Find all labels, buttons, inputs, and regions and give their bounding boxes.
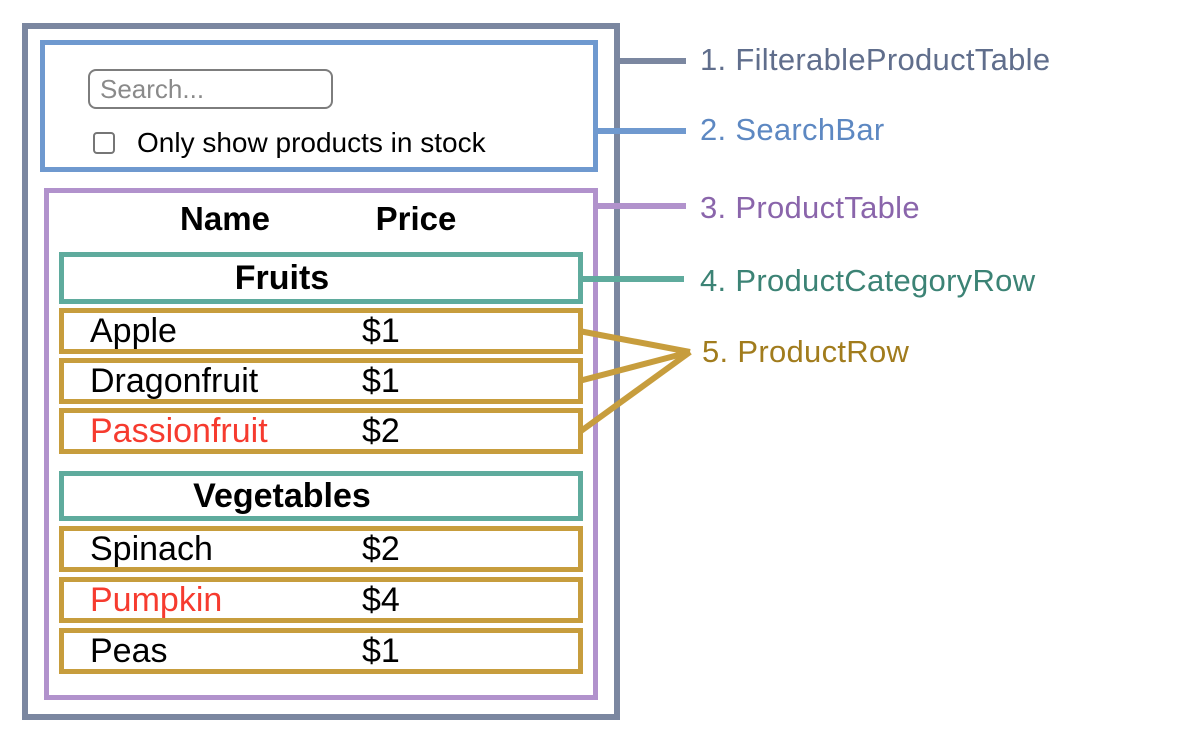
category-label: Vegetables xyxy=(193,476,371,515)
product-name: Dragonfruit xyxy=(90,361,259,400)
product-price: $1 xyxy=(362,631,400,670)
legend-product-category-row: 4. ProductCategoryRow xyxy=(700,263,1036,298)
product-name-out-of-stock: Passionfruit xyxy=(90,411,268,450)
product-price: $1 xyxy=(362,361,400,400)
legend-search-bar: 2. SearchBar xyxy=(700,112,885,147)
product-price: $1 xyxy=(362,311,400,350)
product-name-out-of-stock: Pumpkin xyxy=(90,580,223,619)
in-stock-checkbox[interactable] xyxy=(93,132,115,154)
product-price: $2 xyxy=(362,411,400,450)
legend-product-table: 3. ProductTable xyxy=(700,190,920,225)
legend-product-row: 5. ProductRow xyxy=(702,334,910,369)
column-header-name: Name xyxy=(180,200,270,237)
product-row-peas: Peas $1 xyxy=(59,628,583,674)
search-input[interactable] xyxy=(88,69,333,109)
product-category-row-fruits: Fruits xyxy=(59,252,583,304)
in-stock-checkbox-label: Only show products in stock xyxy=(137,127,486,158)
product-row-dragonfruit: Dragonfruit $1 xyxy=(59,358,583,404)
search-bar-box: Only show products in stock xyxy=(40,40,598,172)
product-name: Peas xyxy=(90,631,168,670)
product-row-spinach: Spinach $2 xyxy=(59,526,583,572)
in-stock-filter-row: Only show products in stock xyxy=(93,129,486,157)
product-price: $2 xyxy=(362,529,400,568)
product-category-row-vegetables: Vegetables xyxy=(59,471,583,521)
product-table-box: Name Price Fruits Apple $1 Dragonfruit $… xyxy=(44,188,598,700)
product-row-pumpkin: Pumpkin $4 xyxy=(59,577,583,623)
product-price: $4 xyxy=(362,580,400,619)
legend-filterable-product-table: 1. FilterableProductTable xyxy=(700,42,1051,77)
product-name: Spinach xyxy=(90,529,213,568)
category-label: Fruits xyxy=(234,258,330,297)
product-name: Apple xyxy=(90,311,177,350)
filterable-product-table-box: Only show products in stock Name Price F… xyxy=(22,23,620,720)
product-row-apple: Apple $1 xyxy=(59,308,583,354)
product-row-passionfruit: Passionfruit $2 xyxy=(59,408,583,454)
column-header-price: Price xyxy=(375,200,457,237)
